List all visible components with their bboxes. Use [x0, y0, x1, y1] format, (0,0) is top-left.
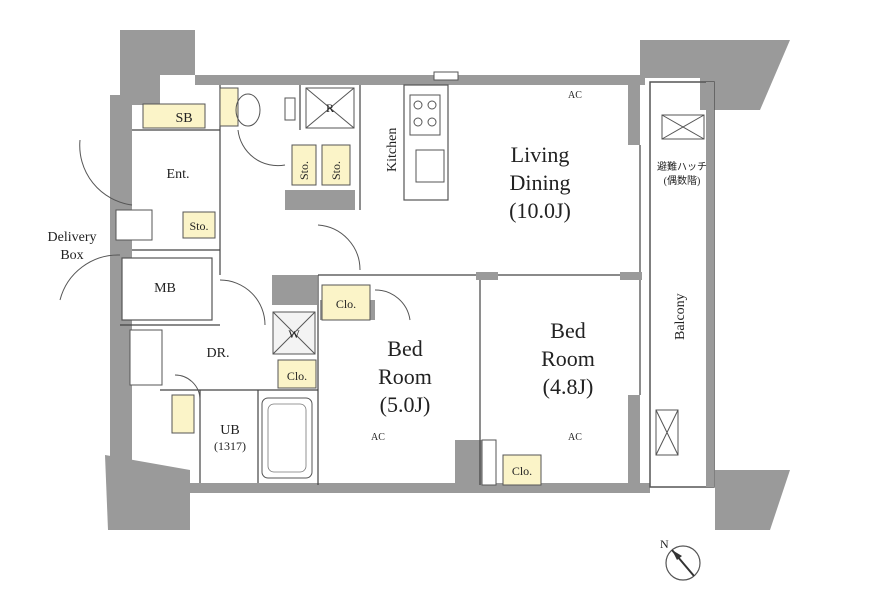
- toilet-shelf: [219, 87, 239, 127]
- fridge-label: R: [326, 101, 334, 115]
- washer-label: W: [288, 327, 300, 341]
- closet-label-1: Clo.: [336, 297, 356, 311]
- storage-label-1: Sto.: [297, 161, 311, 180]
- ac-label-3: AC: [568, 432, 582, 443]
- bathtub: [261, 397, 313, 479]
- storage-label-2: Sto.: [329, 161, 343, 180]
- delivery-box: [115, 209, 153, 241]
- balcony-label: Balcony: [673, 293, 688, 340]
- room-labels: Living Dining (10.0J) Bed Room (5.0J) Be…: [48, 90, 707, 478]
- structural-walls: [105, 30, 790, 530]
- stove-icon: [409, 94, 441, 136]
- delivery-label-2: Box: [60, 248, 83, 263]
- delivery-label-1: Delivery: [48, 230, 97, 245]
- closet-label-3: Clo.: [512, 464, 532, 478]
- bed2-label-2: Room: [541, 346, 595, 371]
- ub-label: UB: [220, 423, 239, 438]
- compass-icon: [665, 545, 701, 581]
- sb-label: SB: [175, 111, 192, 126]
- dr-cabinet: [171, 394, 195, 434]
- interior-walls: [120, 85, 641, 485]
- sink-icon: [415, 149, 445, 183]
- storage-hall-2: [321, 144, 351, 186]
- vent-grille: [481, 439, 497, 486]
- closet-bed1: [321, 284, 371, 321]
- bed2-size: (4.8J): [543, 374, 594, 399]
- hatch-label-2: (偶数階): [664, 174, 701, 187]
- living-label-1: Living: [511, 142, 570, 167]
- ub-size: (1317): [214, 439, 246, 453]
- compass: N: [660, 537, 701, 581]
- washbasin: [129, 329, 163, 386]
- dr-label: DR.: [207, 346, 230, 361]
- living-size: (10.0J): [509, 198, 571, 223]
- bed2-label-1: Bed: [550, 318, 585, 343]
- entrance-label: Ent.: [167, 167, 190, 182]
- door-swings: [59, 129, 411, 401]
- closet-dr: [277, 359, 317, 389]
- closet-label-2: Clo.: [287, 369, 307, 383]
- storage-hall-1: [291, 144, 317, 186]
- fixtures: [115, 71, 705, 486]
- mb-label: MB: [154, 281, 176, 296]
- closet-bed2: [502, 454, 542, 486]
- storage-entry: [182, 211, 216, 239]
- bed1-size: (5.0J): [380, 392, 431, 417]
- hatch-label-1: 避難ハッチ: [657, 160, 707, 173]
- shoebox: [142, 103, 206, 129]
- living-label-2: Dining: [509, 170, 570, 195]
- kitchen-label: Kitchen: [385, 128, 400, 172]
- ac-label-2: AC: [371, 432, 385, 443]
- toilet-icon: [235, 93, 261, 127]
- bed1-label-2: Room: [378, 364, 432, 389]
- storage-label-3: Sto.: [189, 219, 208, 233]
- meter-box: [121, 257, 213, 321]
- bed1-label-1: Bed: [387, 336, 422, 361]
- ac-label-1: AC: [568, 90, 582, 101]
- compass-label: N: [660, 537, 669, 551]
